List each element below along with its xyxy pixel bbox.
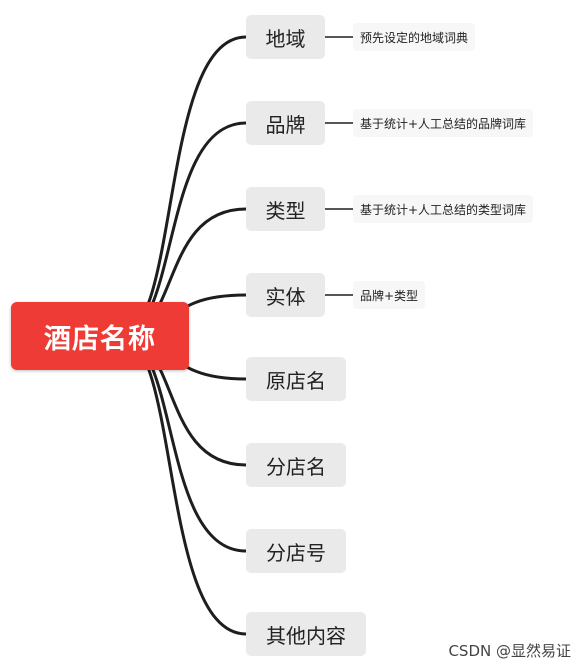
note-region: 预先设定的地域词典 — [353, 23, 476, 51]
branch-node-brand[interactable]: 品牌 — [246, 101, 325, 145]
note-brand: 基于统计+人工总结的品牌词库 — [353, 109, 534, 137]
branch-node-branch-number[interactable]: 分店号 — [246, 529, 346, 573]
branch-node-label: 实体 — [265, 284, 306, 309]
note-type: 基于统计+人工总结的类型词库 — [353, 195, 534, 223]
branch-node-other-content[interactable]: 其他内容 — [246, 612, 366, 656]
note-connectors — [325, 36, 353, 296]
branch-node-branch-name[interactable]: 分店名 — [246, 443, 346, 487]
branch-node-label: 其他内容 — [266, 623, 346, 648]
branch-node-entity[interactable]: 实体 — [246, 273, 325, 317]
connector-line-0 — [118, 35, 248, 338]
branch-node-label: 原店名 — [266, 368, 326, 393]
branch-node-label: 品牌 — [265, 112, 306, 137]
branch-node-label: 地域 — [265, 26, 306, 51]
branch-node-type[interactable]: 类型 — [246, 187, 325, 231]
note-text: 基于统计+人工总结的品牌词库 — [360, 116, 527, 131]
connector-line-7 — [118, 334, 248, 636]
note-entity: 品牌+类型 — [353, 281, 426, 309]
branch-node-label: 分店号 — [266, 540, 326, 565]
note-text: 预先设定的地域词典 — [360, 30, 469, 45]
note-text: 基于统计+人工总结的类型词库 — [360, 202, 527, 217]
branch-node-original-name[interactable]: 原店名 — [246, 357, 346, 401]
branch-node-region[interactable]: 地域 — [246, 15, 325, 59]
branch-node-label: 分店名 — [266, 454, 326, 479]
note-text: 品牌+类型 — [360, 288, 419, 303]
watermark: CSDN @显然易证 — [448, 642, 571, 660]
branch-node-label: 类型 — [265, 198, 306, 223]
root-node[interactable]: 酒店名称 — [11, 302, 189, 370]
root-node-label: 酒店名称 — [44, 323, 156, 355]
